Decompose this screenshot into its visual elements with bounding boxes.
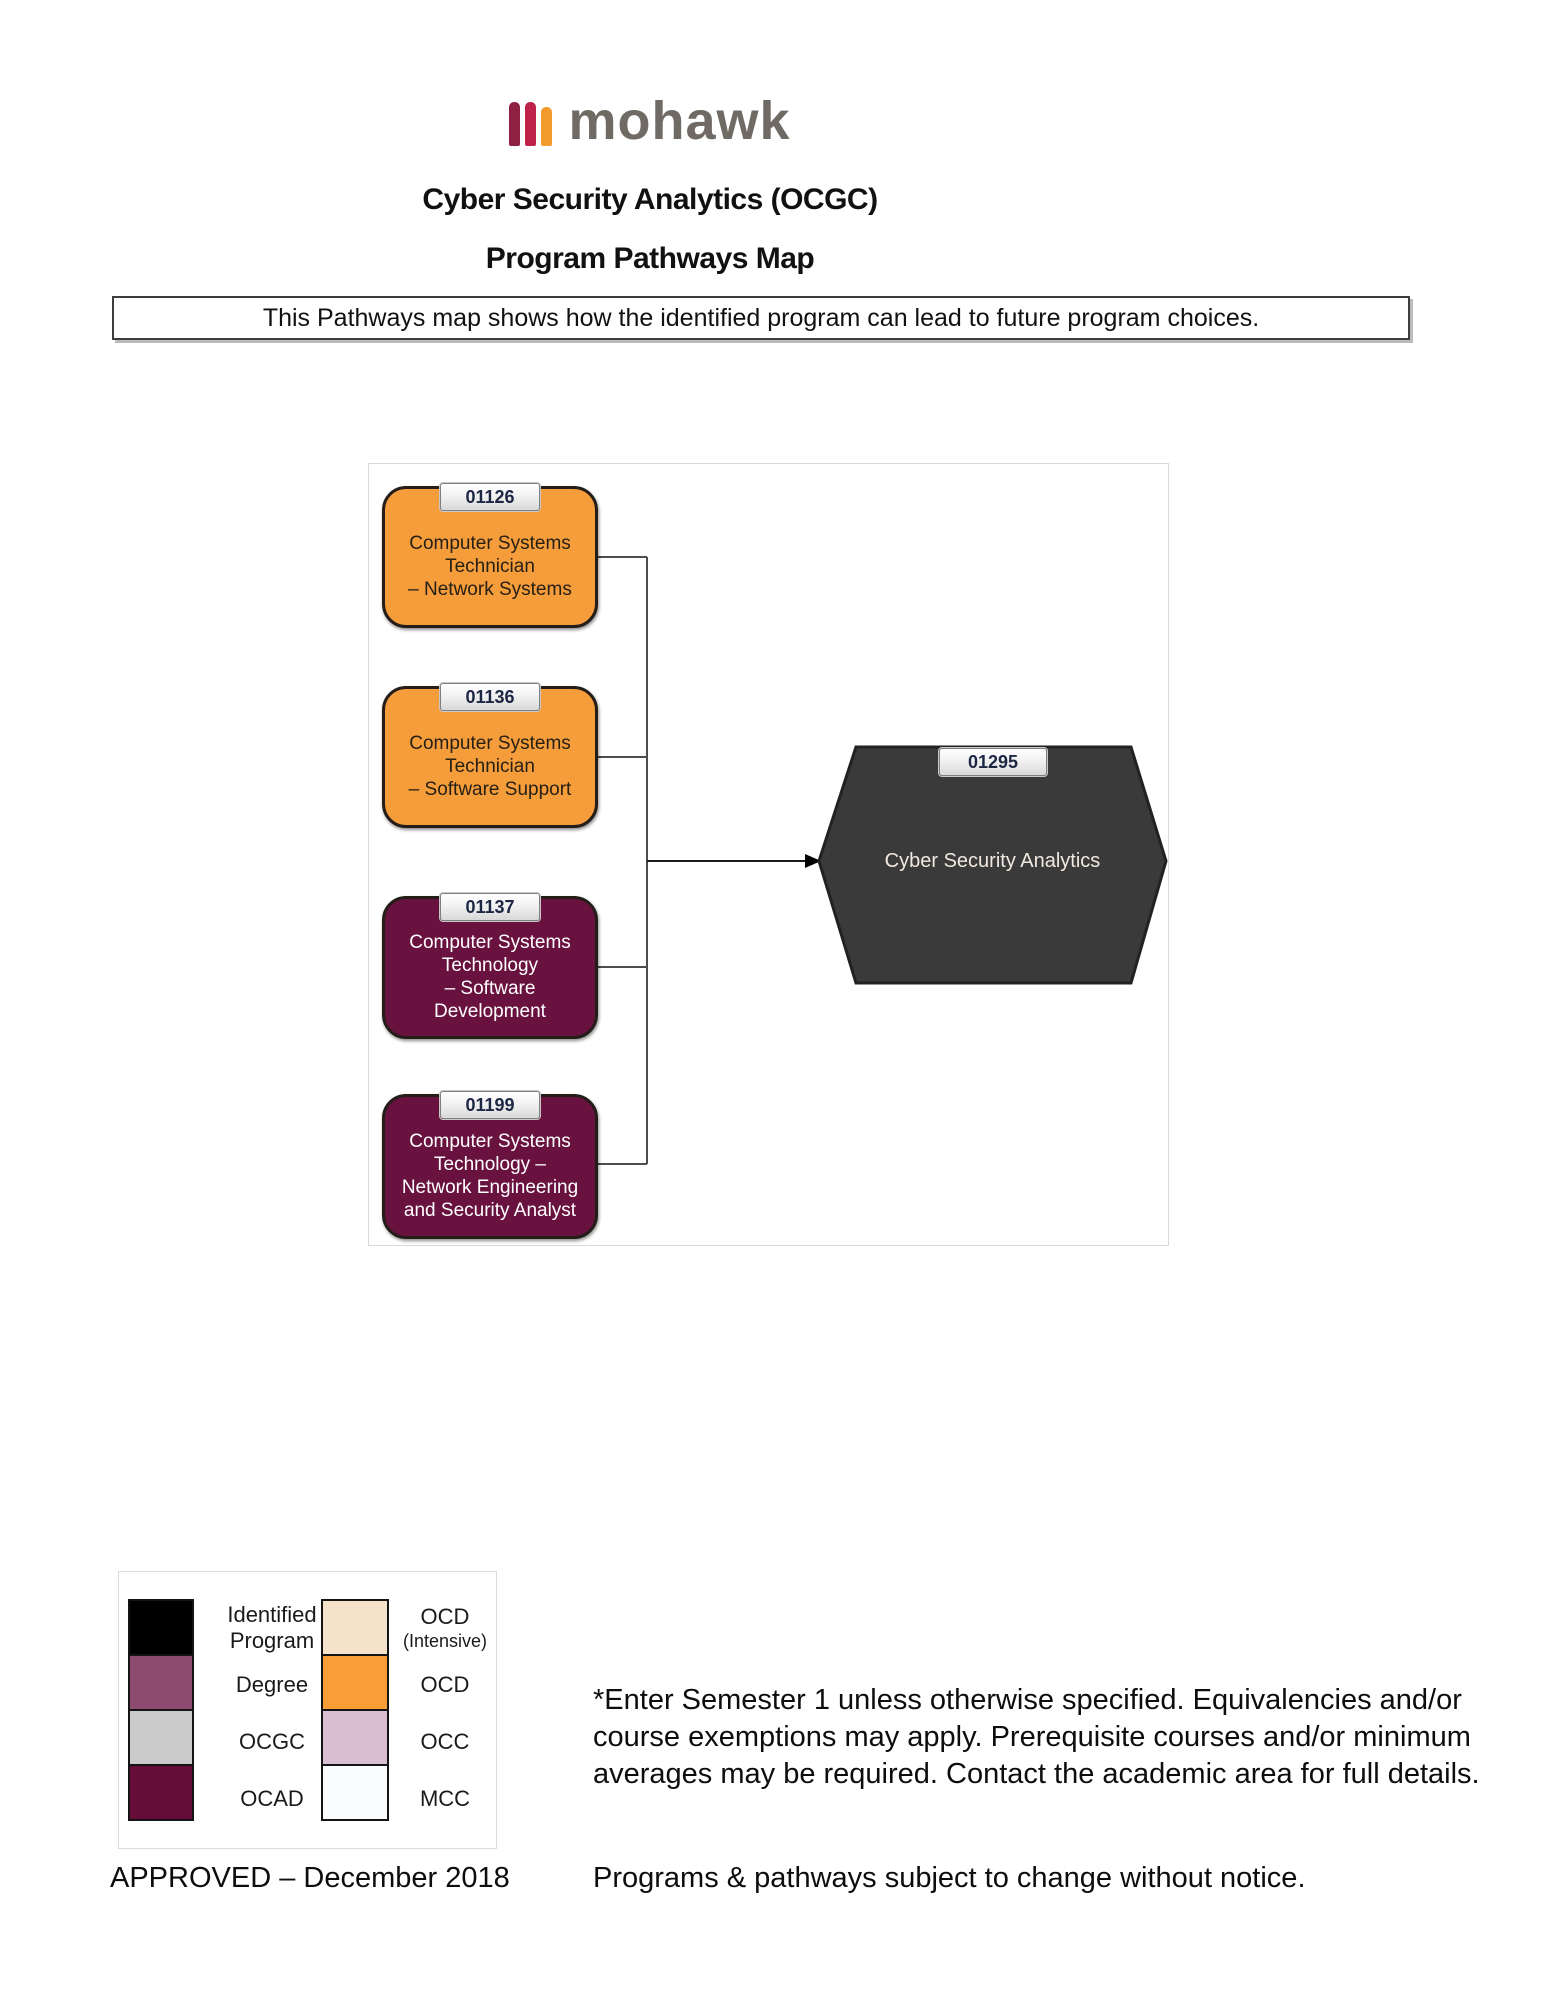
program-name: Computer Systems Technician – Network Sy… xyxy=(408,532,572,600)
program-box-01126: 01126 Computer Systems Technician – Netw… xyxy=(382,483,598,628)
legend-label-ocd-intensive: OCD (Intensive) xyxy=(395,1599,495,1656)
change-disclaimer: Programs & pathways subject to change wi… xyxy=(593,1862,1306,1894)
approved-date: APPROVED – December 2018 xyxy=(110,1862,510,1894)
mohawk-logo: mohawk xyxy=(180,91,1120,151)
logo-bar-dark-red xyxy=(509,102,521,146)
legend-label-ocad: OCAD xyxy=(240,1785,304,1811)
page-subtitle: Program Pathways Map xyxy=(485,242,815,275)
semester-note: *Enter Semester 1 unless otherwise speci… xyxy=(593,1682,1480,1793)
legend-label-identified-program: Identified Program xyxy=(227,1601,317,1653)
legend-swatch-degree xyxy=(128,1654,194,1711)
program-code-badge: 01199 xyxy=(440,1091,540,1119)
legend-swatch-ocad xyxy=(128,1764,194,1821)
program-code-badge: 01126 xyxy=(440,483,540,511)
legend-swatch-identified-program xyxy=(128,1599,194,1656)
legend-label-ocd-intensive-sub: (Intensive) xyxy=(402,1630,488,1651)
legend-label-degree: Degree xyxy=(235,1671,309,1697)
pathway-connectors-graphic xyxy=(598,556,1168,1165)
program-box-01137: 01137 Computer Systems Technology – Soft… xyxy=(382,893,598,1039)
mohawk-logo-bars-icon xyxy=(509,102,553,146)
legend-label-ocd: OCD xyxy=(420,1671,470,1697)
semester-note-line: averages may be required. Contact the ac… xyxy=(593,1758,1480,1790)
legend-swatch-occ xyxy=(321,1709,389,1766)
program-box-01199: 01199 Computer Systems Technology – Netw… xyxy=(382,1091,598,1239)
legend-label-occ: OCC xyxy=(420,1728,470,1754)
pathways-description-box: This Pathways map shows how the identifi… xyxy=(112,296,1410,340)
target-program-name: Cyber Security Analytics xyxy=(884,850,1101,872)
legend-label-ocgc: OCGC xyxy=(239,1728,305,1754)
legend-label-ocd-intensive-main: OCD xyxy=(420,1603,470,1629)
program-code-badge: 01136 xyxy=(440,683,540,711)
semester-note-line: *Enter Semester 1 unless otherwise speci… xyxy=(593,1684,1462,1716)
legend-swatch-ocd-intensive xyxy=(321,1599,389,1656)
page-title: Cyber Security Analytics (OCGC) xyxy=(422,183,878,216)
target-program-hexagon xyxy=(817,745,1168,985)
mohawk-logo-wordmark: mohawk xyxy=(568,91,791,151)
target-program-code-badge: 01295 xyxy=(939,748,1047,776)
program-name: Computer Systems Technician – Software S… xyxy=(408,732,572,800)
legend-left-swatches xyxy=(128,1599,194,1821)
program-name: Computer Systems Technology – Software D… xyxy=(409,931,571,1022)
legend-label-mcc: MCC xyxy=(419,1785,471,1811)
program-box-01136: 01136 Computer Systems Technician – Soft… xyxy=(382,683,598,828)
legend-swatch-ocgc xyxy=(128,1709,194,1766)
program-name: Computer Systems Technology – Network En… xyxy=(401,1130,579,1221)
logo-bar-red xyxy=(525,102,537,146)
pathways-description-text: This Pathways map shows how the identifi… xyxy=(262,303,1260,332)
logo-bar-orange xyxy=(541,107,553,146)
pathways-diagram-panel: 01126 Computer Systems Technician – Netw… xyxy=(368,463,1169,1246)
legend-swatch-ocd xyxy=(321,1654,389,1711)
legend-right-swatches xyxy=(321,1599,389,1821)
legend: Identified Program Degree OCGC OCAD OCD … xyxy=(118,1571,497,1849)
program-code-badge: 01137 xyxy=(440,893,540,921)
semester-note-line: course exemptions may apply. Prerequisit… xyxy=(593,1721,1471,1753)
legend-swatch-mcc xyxy=(321,1764,389,1821)
